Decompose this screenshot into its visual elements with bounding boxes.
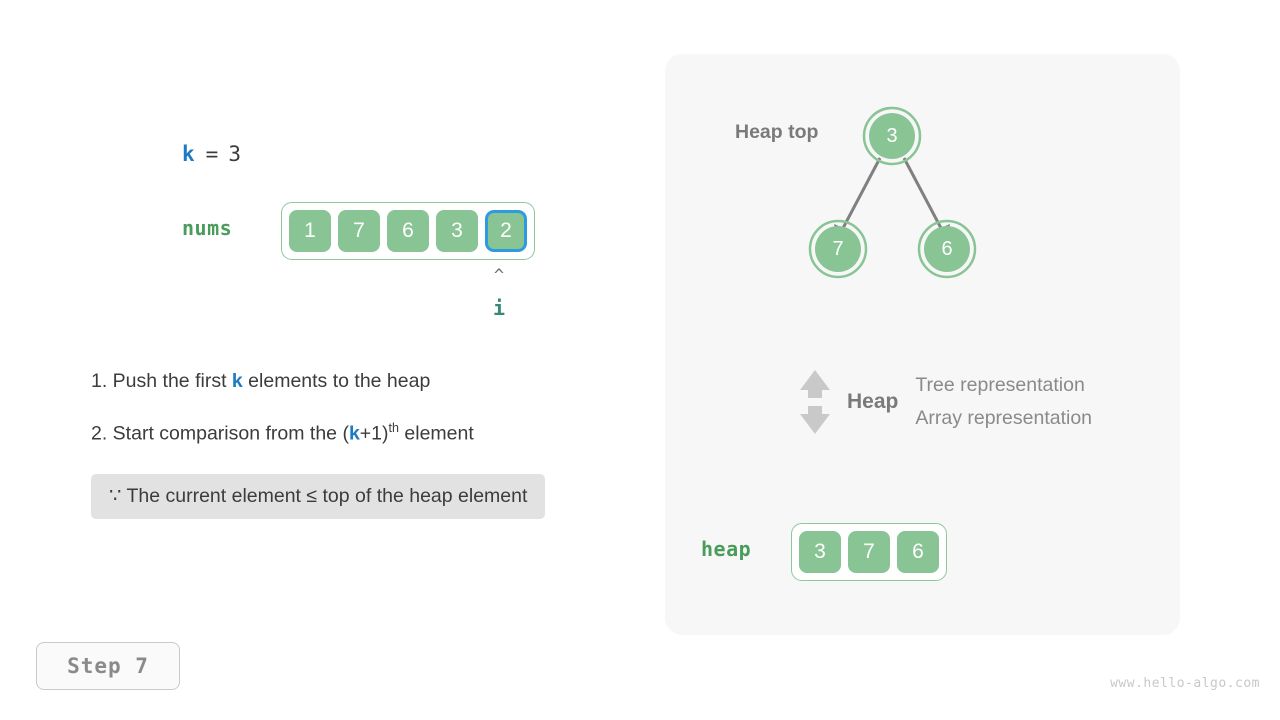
nums-cell-4-highlighted: 2 <box>485 210 527 252</box>
step2-paren-close: ) <box>382 422 389 445</box>
nums-cell-0: 1 <box>289 210 331 252</box>
legend-heap-title: Heap <box>847 390 899 413</box>
k-variable-row: k = 3 <box>182 142 242 166</box>
tree-node-left: 7 <box>808 219 868 279</box>
legend-text-group: Tree representation Array representation <box>915 374 1092 430</box>
nums-cell-1: 7 <box>338 210 380 252</box>
step2-k-variable: k <box>348 422 360 445</box>
heap-cell: 3 <box>799 531 841 573</box>
legend-tree-representation: Tree representation <box>915 374 1085 396</box>
tree-node-root-value: 3 <box>886 125 897 147</box>
step1-prefix: 1. Push the first <box>91 370 232 392</box>
watermark: www.hello-algo.com <box>1110 676 1260 691</box>
heap-top-label: Heap top <box>735 121 819 143</box>
step-line-1: 1. Push the first k elements to the heap <box>91 370 651 393</box>
k-equals-sign: = <box>205 142 220 166</box>
heap-legend: Heap Tree representation Array represent… <box>797 368 1092 436</box>
nums-array-label: nums <box>182 216 233 240</box>
tree-node-left-value: 7 <box>832 238 843 260</box>
heap-cell: 7 <box>848 531 890 573</box>
step-badge: Step 7 <box>36 642 180 690</box>
legend-array-representation: Array representation <box>915 407 1093 429</box>
step1-suffix: elements to the heap <box>242 370 431 392</box>
step2-plus-one: +1 <box>359 422 383 445</box>
condition-note: ∵ The current element ≤ top of the heap … <box>91 473 546 519</box>
index-pointer-label: i <box>492 296 506 320</box>
heap-tree-diagram: 3 7 6 <box>808 106 977 279</box>
step1-k-variable: k <box>231 370 243 392</box>
step2-prefix: 2. Start comparison from the <box>91 422 343 445</box>
tree-node-root: 3 <box>862 106 922 166</box>
tree-node-right: 6 <box>917 219 977 279</box>
step2-ordinal-suffix: th <box>388 421 399 435</box>
k-variable-value: 3 <box>228 142 242 166</box>
tree-node-right-value: 6 <box>941 238 952 260</box>
index-caret-icon: ^ <box>493 266 505 286</box>
step2-suffix: element <box>398 422 474 445</box>
step-line-2: 2. Start comparison from the (k+1)th ele… <box>91 421 651 446</box>
nums-array: 1 7 6 3 2 <box>281 202 535 260</box>
nums-cell-3: 3 <box>436 210 478 252</box>
step2-paren-open: ( <box>342 422 349 445</box>
nums-cell-2: 6 <box>387 210 429 252</box>
heap-array: 3 7 6 <box>791 523 947 581</box>
k-variable-name: k <box>182 142 196 166</box>
algorithm-steps: 1. Push the first k elements to the heap… <box>91 370 651 519</box>
heap-cell: 6 <box>897 531 939 573</box>
up-down-arrow-icon <box>800 370 830 434</box>
heap-array-label: heap <box>701 537 752 561</box>
